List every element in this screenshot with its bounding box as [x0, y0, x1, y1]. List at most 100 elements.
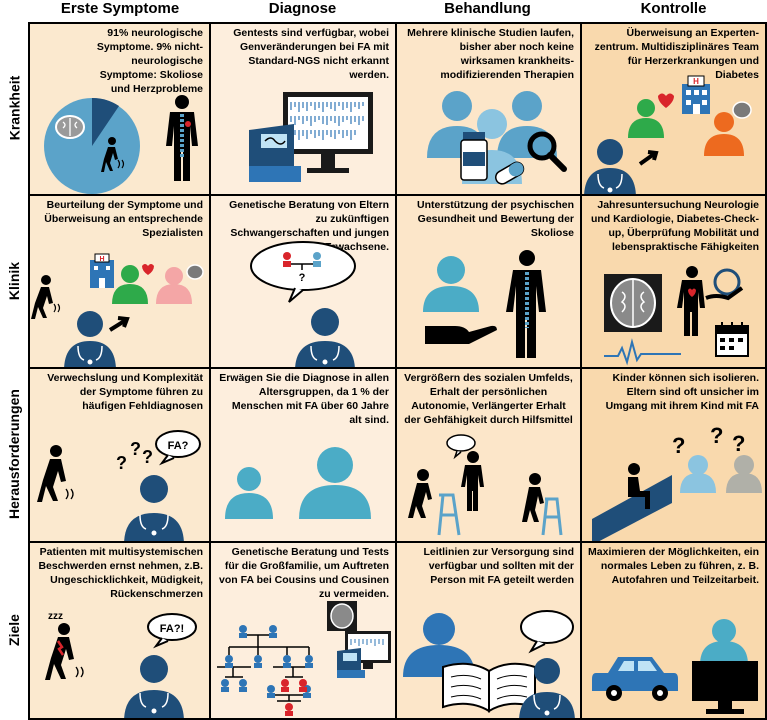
hospital-icon: H	[682, 75, 710, 114]
doctor-icon	[584, 139, 636, 194]
speech-bubble-icon: FA?!	[147, 613, 197, 649]
speech-bubble-icon	[520, 610, 574, 654]
walking-patient-icon	[101, 137, 125, 172]
cell-krankheit-kontrolle: Überweisung an Experten-zentrum. Multidi…	[580, 22, 767, 196]
cell-krankheit-erste-symptome: 91% neurologische Symptome. 9% nicht-neu…	[28, 22, 211, 196]
illustration-expert-referral: H	[584, 75, 752, 194]
arrow-icon	[108, 316, 130, 332]
speech-bubble-icon	[250, 241, 356, 303]
svg-text:?: ?	[130, 439, 141, 459]
cell-text: Jahresuntersuchung Neurologie und Kardio…	[590, 199, 759, 253]
young-person-icon	[225, 467, 273, 519]
standing-person-icon	[522, 473, 544, 522]
walking-patient-icon	[31, 275, 61, 319]
svg-text:FA?: FA?	[168, 440, 189, 452]
hospital-icon: H	[90, 253, 114, 288]
magnifier-icon	[527, 131, 567, 172]
cell-text: 91% neurologische Symptome. 9% nicht-neu…	[96, 27, 203, 95]
medicine-bottle-icon	[460, 132, 488, 181]
doctor-icon	[124, 475, 184, 541]
neurologist-icon	[156, 264, 204, 304]
column-header-behandlung: Behandlung	[444, 0, 531, 17]
cell-text: Kinder können sich isolieren. Eltern sin…	[605, 372, 759, 412]
illustration-take-seriously: zzz FA?!	[45, 611, 197, 718]
row-header-krankheit: Krankheit	[6, 75, 23, 141]
sitting-child-icon	[628, 463, 650, 509]
cardiologist-icon	[112, 264, 154, 304]
cell-text: Verwechslung und Komplexität der Symptom…	[47, 372, 203, 412]
parent-icon	[726, 455, 762, 493]
cell-ziele-behandlung: Leitlinien zur Versorgung sind verfügbar…	[395, 541, 582, 720]
walker-user-icon	[408, 469, 432, 518]
worker-icon	[700, 619, 748, 665]
walking-patient-icon	[45, 623, 84, 680]
walker-frame-icon	[437, 493, 461, 536]
cell-klinik-kontrolle: Jahresuntersuchung Neurologie und Kardio…	[580, 194, 767, 369]
heart-icon	[688, 288, 696, 297]
illustration-mobility-aids	[408, 434, 563, 536]
cell-text: Unterstützung der psychischen Gesundheit…	[417, 199, 574, 239]
monitor-icon	[283, 92, 373, 173]
svg-text:?: ?	[672, 433, 685, 458]
brain-scan-icon	[327, 601, 357, 631]
glucose-hand-icon	[705, 268, 744, 301]
illustration-age-groups	[225, 447, 371, 519]
cell-text: Vergrößern des sozialen Umfelds, Erhalt …	[404, 372, 573, 426]
cell-ziele-diagnose: Genetische Beratung und Tests für die Gr…	[209, 541, 397, 720]
question-marks-icon: ? ? ?	[116, 439, 153, 473]
spine-figure-icon	[506, 250, 546, 358]
svg-text:?: ?	[732, 431, 745, 456]
walker-frame-icon	[541, 497, 563, 536]
cell-ziele-kontrolle: Maximieren der Möglichkeiten, ein normal…	[580, 541, 767, 720]
guideline-book-icon	[442, 662, 536, 713]
brain-icon	[732, 101, 752, 119]
heart-figure-icon	[677, 266, 705, 336]
illustration-genetic-counseling: ?	[250, 241, 356, 367]
cell-text: Maximieren der Möglichkeiten, ein normal…	[588, 546, 759, 586]
cardiologist-icon	[628, 93, 674, 138]
arrow-icon	[638, 150, 659, 166]
cell-text: Genetische Beratung von Eltern zu zukünf…	[229, 199, 389, 253]
svg-text:FA?!: FA?!	[160, 623, 184, 635]
illustration-genetic-test	[249, 92, 373, 182]
cell-herausforderungen-erste-symptome: Verwechslung und Komplexität der Symptom…	[28, 367, 211, 543]
speech-bubble-icon	[446, 434, 476, 460]
illustration-family-testing	[217, 601, 391, 716]
sequencer-machine-icon	[337, 648, 365, 678]
illustration-normal-life	[592, 619, 758, 714]
speech-bubble-icon: FA?	[155, 430, 201, 466]
ramp-icon	[592, 475, 672, 541]
walking-patient-icon	[37, 445, 74, 502]
column-header-kontrolle: Kontrolle	[640, 0, 707, 17]
illustration-annual-checkup	[604, 266, 749, 366]
illustration-isolation: ? ? ?	[592, 423, 762, 541]
cell-text: Mehrere klinische Studien laufen, bisher…	[407, 27, 574, 81]
row-header-ziele: Ziele	[6, 613, 22, 646]
brain-icon	[55, 115, 85, 139]
doctor-icon	[124, 655, 184, 718]
cell-krankheit-diagnose: Gentests sind verfügbar, wobei Genveränd…	[209, 22, 397, 196]
cell-herausforderungen-diagnose: Erwägen Sie die Diagnose in allen Alters…	[209, 367, 397, 543]
cell-herausforderungen-kontrolle: Kinder können sich isolieren. Eltern sin…	[580, 367, 767, 543]
family-tree-icon	[217, 634, 313, 702]
supporting-hand-icon	[425, 325, 497, 344]
row-header-klinik: Klinik	[6, 261, 22, 300]
svg-text:?: ?	[299, 272, 306, 284]
sleep-icon: zzz	[48, 611, 63, 622]
svg-text:H: H	[99, 256, 104, 263]
cell-klinik-erste-symptome: Beurteilung der Symptome und Überweisung…	[28, 194, 211, 369]
column-header-diagnose: Diagnose	[268, 0, 337, 17]
question-marks-icon: ? ? ?	[672, 423, 745, 458]
patient-head-icon	[423, 256, 479, 312]
brain-icon	[186, 264, 204, 280]
illustration-misdiagnosis: FA? ? ? ?	[37, 430, 201, 541]
cell-text: Beurteilung der Symptome und Überweisung…	[44, 199, 203, 239]
doctor-icon	[64, 311, 116, 367]
spine-figure-icon	[166, 95, 198, 181]
standing-person-icon	[461, 451, 484, 511]
cell-klinik-diagnose: Genetische Beratung von Eltern zu zukünf…	[209, 194, 397, 369]
row-header-herausforderungen: Herausforderungen	[6, 389, 23, 519]
calendar-icon	[715, 322, 749, 357]
cell-text: Genetische Beratung und Tests für die Gr…	[219, 546, 389, 600]
cell-text: Überweisung an Experten-zentrum. Multidi…	[594, 27, 759, 81]
